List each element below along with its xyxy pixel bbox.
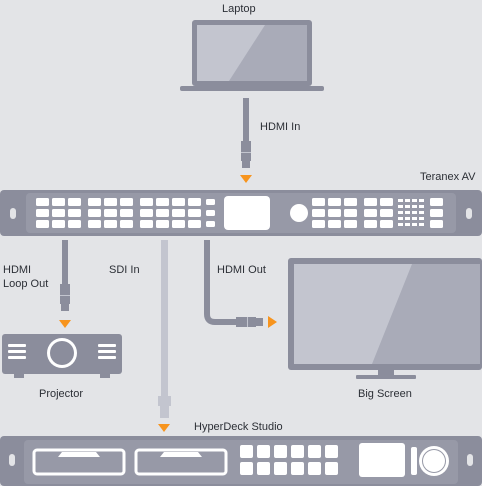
laptop-label: Laptop bbox=[222, 3, 256, 15]
laptop-icon bbox=[180, 20, 324, 91]
hdmi-out-arrow bbox=[268, 316, 277, 328]
hdmi-out-cable bbox=[204, 240, 263, 327]
hdmi-loop-out-cable bbox=[60, 240, 70, 311]
sdi-in-label: SDI In bbox=[109, 264, 140, 276]
projector-icon bbox=[2, 334, 122, 378]
hdmi-loop-out-label-line2: Loop Out bbox=[3, 278, 49, 290]
teranex-device bbox=[0, 190, 482, 236]
hdmi-in-cable bbox=[241, 98, 251, 168]
hdmi-in-label: HDMI In bbox=[260, 121, 301, 133]
hdmi-loop-out-arrow bbox=[59, 320, 71, 328]
hdmi-loop-out-label-line1: HDMI bbox=[3, 264, 32, 276]
hyperdeck-label: HyperDeck Studio bbox=[194, 421, 283, 433]
hdmi-in-arrow bbox=[240, 175, 252, 183]
big-screen-label: Big Screen bbox=[358, 388, 412, 400]
projector-label: Projector bbox=[39, 388, 84, 400]
big-screen-icon bbox=[288, 258, 482, 379]
hyperdeck-device bbox=[0, 436, 482, 486]
sdi-in-cable bbox=[158, 240, 171, 418]
sdi-in-arrow bbox=[158, 424, 170, 432]
teranex-label: Teranex AV bbox=[420, 171, 476, 183]
hdmi-out-label: HDMI Out bbox=[217, 264, 266, 276]
